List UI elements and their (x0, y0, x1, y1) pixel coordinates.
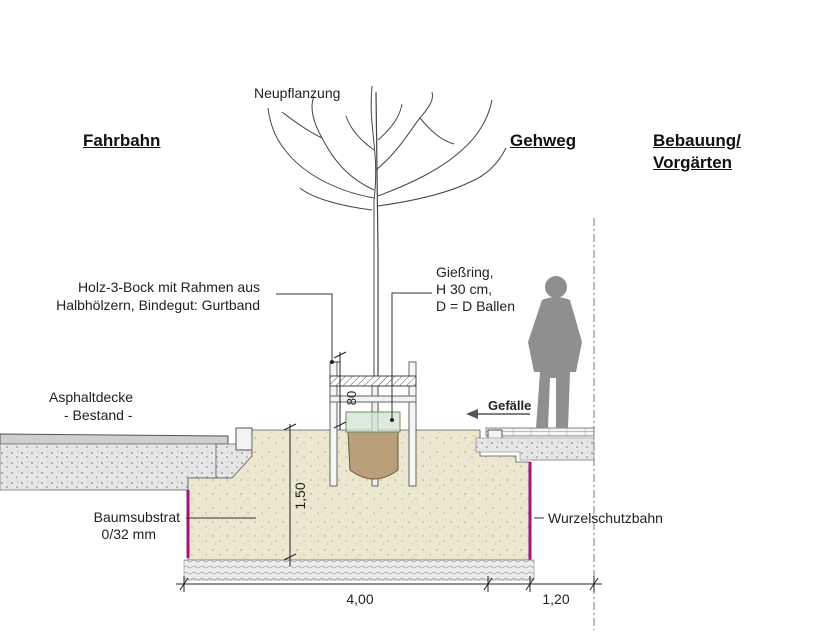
slope-arrow (466, 409, 530, 419)
label-giessring-line1: Gießring, (436, 264, 494, 280)
label-holz-line2: Halbhölzern, Bindegut: Gurtband (56, 297, 260, 313)
dim-ring-label: 80 (344, 391, 359, 405)
heading-gehweg: Gehweg (510, 131, 577, 150)
planting-pit (183, 429, 535, 581)
label-baumsubstrat-line2: 0/32 mm (101, 526, 156, 542)
dim-width-side-label: 1,20 (542, 591, 570, 607)
dim-depth-label: 1,50 (292, 482, 308, 509)
dim-ring-line (333, 351, 347, 430)
label-giessring-line3: D = D Ballen (436, 298, 515, 314)
dim-depth-line (283, 423, 297, 566)
label-asphalt-line1: Asphaltdecke (49, 389, 134, 405)
sidewalk (475, 427, 595, 461)
heading-bebauung-line1: Bebauung/ (653, 131, 741, 150)
label-holz-line1: Holz-3-Bock mit Rahmen aus (77, 279, 260, 295)
heading-bebauung-line2: Vorgärten (653, 153, 733, 172)
tree-crown (267, 85, 507, 420)
label-neupflanzung: Neupflanzung (254, 85, 341, 101)
label-gefaelle: Gefälle (488, 398, 532, 413)
dim-width-pit-label: 4,00 (346, 591, 374, 607)
label-baumsubstrat-line1: Baumsubstrat (93, 509, 180, 525)
person-silhouette (528, 276, 582, 428)
root-ball (345, 411, 401, 480)
label-giessring-line2: H 30 cm, (436, 281, 493, 297)
dim-width-line (176, 576, 602, 592)
heading-fahrbahn: Fahrbahn (83, 131, 161, 150)
leader-lines (186, 292, 544, 519)
label-wurzelschutzbahn: Wurzelschutzbahn (548, 510, 663, 526)
label-asphalt-line2: - Bestand - (64, 407, 133, 423)
